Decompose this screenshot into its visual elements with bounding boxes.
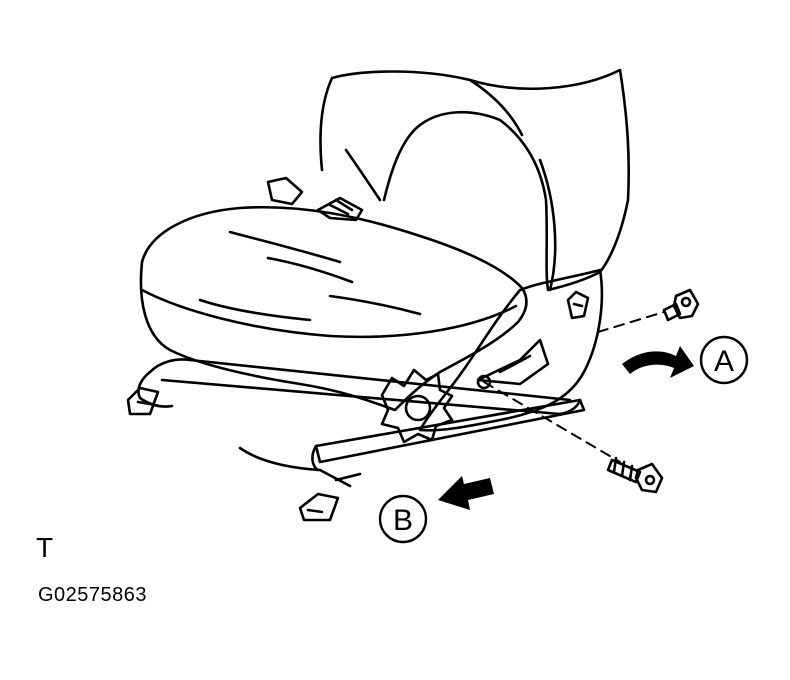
seat-cushion: [139, 205, 528, 412]
callout-a-label: A: [714, 345, 734, 378]
lower-bolt: [606, 456, 664, 494]
callout-b-circle: [378, 494, 428, 544]
bolt-leader-lines: [483, 311, 665, 463]
seat-back-hinge: [266, 176, 364, 222]
callout-b-label: B: [393, 504, 413, 537]
recline-knob: [380, 368, 454, 444]
corner-mark: T: [36, 532, 54, 563]
seat-rails: [126, 358, 586, 522]
callout-a-circle: [699, 335, 749, 385]
arrow-a-icon: [622, 346, 694, 378]
upper-bolt: [662, 288, 700, 322]
side-cover-panel: [418, 268, 604, 432]
figure-code: G02575863: [38, 584, 148, 606]
arrow-b-icon: [438, 476, 494, 510]
seat-back: [319, 68, 631, 292]
